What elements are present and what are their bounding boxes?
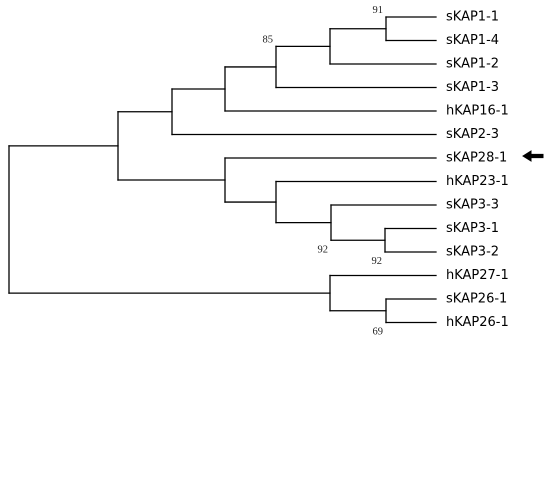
leaf-labels: sKAP1-1 sKAP1-4 sKAP1-2 sKAP1-3 hKAP16-1 sKAP… (446, 10, 509, 331)
support-value: 92 (372, 256, 383, 267)
leaf-label-skap3-3: sKAP3-3 (446, 198, 499, 213)
support-value: 85 (263, 34, 274, 45)
left-arrow-icon (522, 150, 544, 162)
leaf-label-hkap27-1: hKAP27-1 (446, 268, 509, 283)
support-value: 91 (373, 5, 384, 16)
highlight-marker (522, 150, 544, 162)
leaf-label-skap2-3: sKAP2-3 (446, 127, 499, 142)
leaf-label-hkap26-1: hKAP26-1 (446, 315, 509, 330)
leaf-label-skap3-1: sKAP3-1 (446, 221, 499, 236)
support-value: 92 (318, 244, 329, 255)
leaf-label-skap1-3: sKAP1-3 (446, 80, 499, 95)
leaf-label-skap3-2: sKAP3-2 (446, 245, 499, 260)
leaf-label-hkap23-1: hKAP23-1 (446, 174, 509, 189)
leaf-label-skap28-1: sKAP28-1 (446, 151, 507, 166)
leaf-label-skap1-4: sKAP1-4 (446, 33, 499, 48)
leaf-label-skap26-1: sKAP26-1 (446, 292, 507, 307)
leaf-label-skap1-1: sKAP1-1 (446, 10, 499, 25)
support-value: 69 (373, 327, 384, 338)
tree-branches (8, 16, 437, 324)
leaf-label-skap1-2: sKAP1-2 (446, 57, 499, 72)
support-values: 91 85 92 92 69 (263, 5, 384, 338)
leaf-label-hkap16-1: hKAP16-1 (446, 104, 509, 119)
